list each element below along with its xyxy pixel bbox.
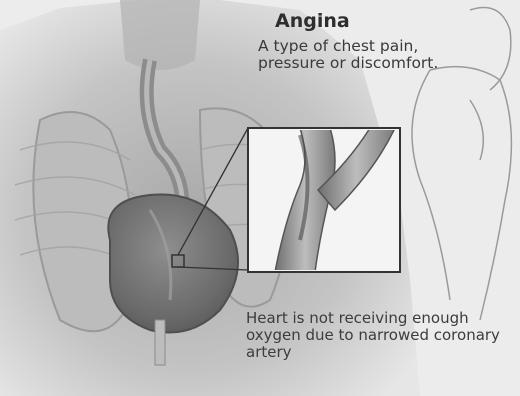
neck [120,0,200,70]
definition-text: A type of chest pain, pressure or discom… [258,38,448,72]
artery-inset [248,128,400,272]
descending-vessel [155,320,165,365]
diagram-title: Angina [275,10,350,32]
annotation-text: Heart is not receiving enough oxygen due… [246,310,516,361]
